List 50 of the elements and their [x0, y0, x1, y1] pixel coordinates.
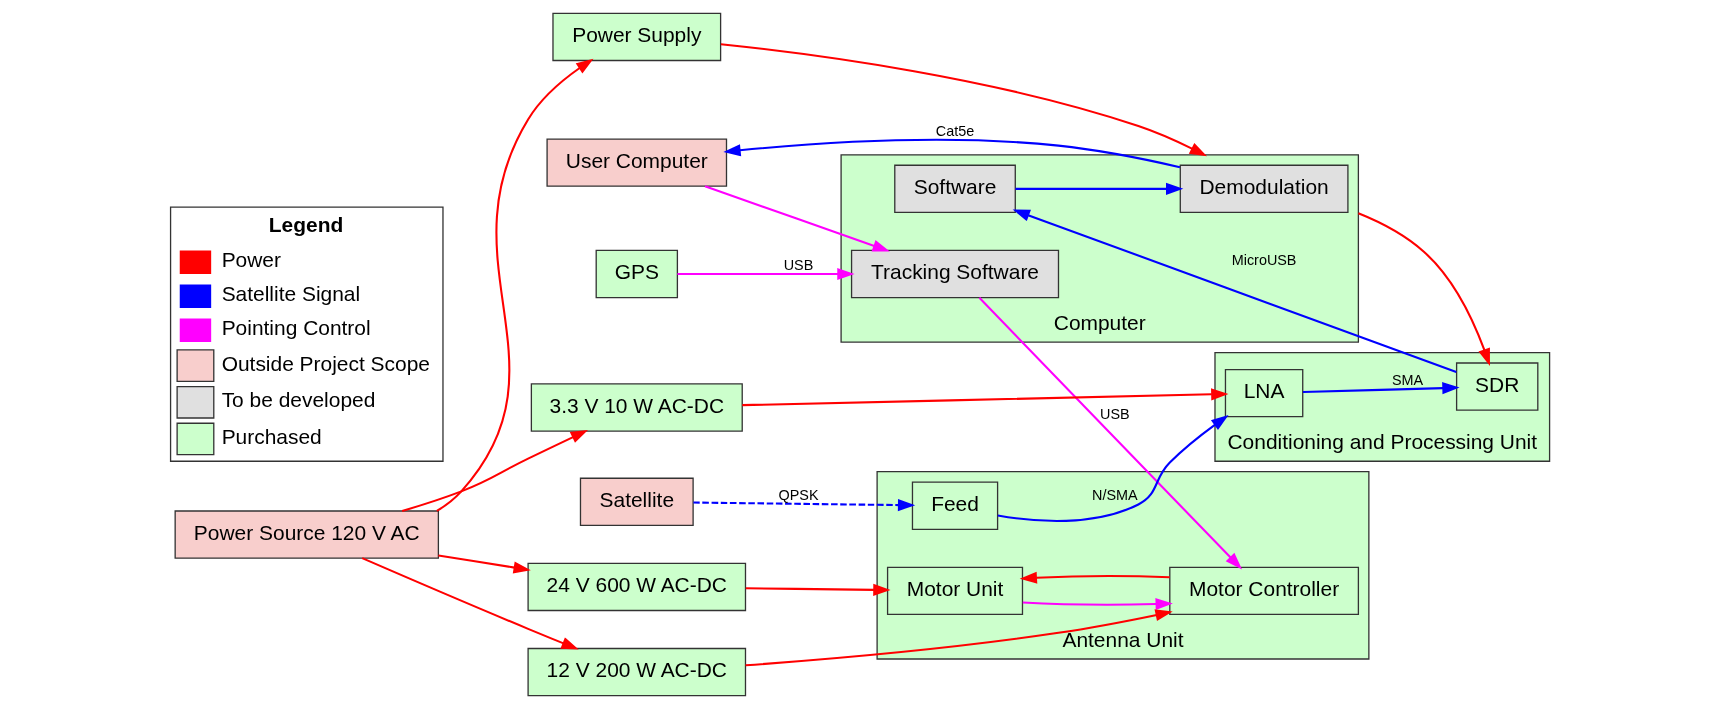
- arrow: [997, 415, 1229, 522]
- arrow: [745, 583, 891, 596]
- arrow: [722, 138, 1180, 169]
- arrow: [1012, 209, 1457, 374]
- arrow: [1019, 571, 1170, 584]
- node-box: Motor Unit: [886, 566, 1023, 616]
- node-box: Tracking Software: [850, 249, 1059, 299]
- edge-label: MicroUSB: [1231, 251, 1296, 268]
- arrow: [361, 557, 579, 650]
- node-box: 24 V 600 W AC-DC: [526, 562, 746, 612]
- arrow: [676, 267, 855, 280]
- arrow: [720, 43, 1207, 157]
- legend-label: To be developed: [221, 388, 375, 412]
- node-box: Software: [893, 164, 1016, 214]
- arrow: [435, 58, 593, 512]
- node-box: Power Supply: [551, 12, 721, 62]
- edge-label: SMA: [1391, 372, 1423, 389]
- legend-label: Power: [221, 248, 281, 272]
- edge-label: Cat5e: [935, 123, 974, 140]
- label: Legend: [268, 212, 343, 236]
- edge-label: USB: [783, 256, 813, 273]
- node-box: Demodulation: [1179, 164, 1349, 214]
- arrow: [704, 185, 890, 252]
- node-box: Feed: [911, 481, 998, 530]
- arrow: [741, 388, 1228, 407]
- edge-label: QPSK: [778, 487, 819, 504]
- node-box: GPS: [595, 249, 678, 299]
- arrow: [745, 609, 1173, 667]
- node-box: Power Source 120 V AC: [174, 510, 439, 559]
- arrow: [1022, 598, 1173, 611]
- arrow: [437, 554, 531, 574]
- arrow: [978, 297, 1242, 570]
- legend-label: Purchased: [221, 424, 322, 448]
- edge-label: USB: [1099, 406, 1130, 423]
- node-box: LNA: [1224, 368, 1303, 418]
- legend-label: Outside Project Scope: [221, 351, 430, 375]
- node-box: SDR: [1455, 362, 1538, 411]
- legend-label: Satellite Signal: [221, 282, 360, 306]
- node-box: Satellite: [579, 477, 694, 527]
- node-box: 12 V 200 W AC-DC: [526, 647, 746, 697]
- node-box: 3.3 V 10 W AC-DC: [530, 383, 743, 432]
- arrow: [692, 499, 915, 512]
- arrow: [1014, 182, 1183, 195]
- legend-label: Pointing Control: [221, 316, 371, 340]
- node-box: Motor Controller: [1168, 566, 1359, 616]
- arrow: [1357, 212, 1490, 366]
- edge-label: N/SMA: [1091, 487, 1138, 504]
- node-box: User Computer: [545, 138, 727, 187]
- arrow: [401, 429, 588, 512]
- arrow: [1302, 382, 1460, 395]
